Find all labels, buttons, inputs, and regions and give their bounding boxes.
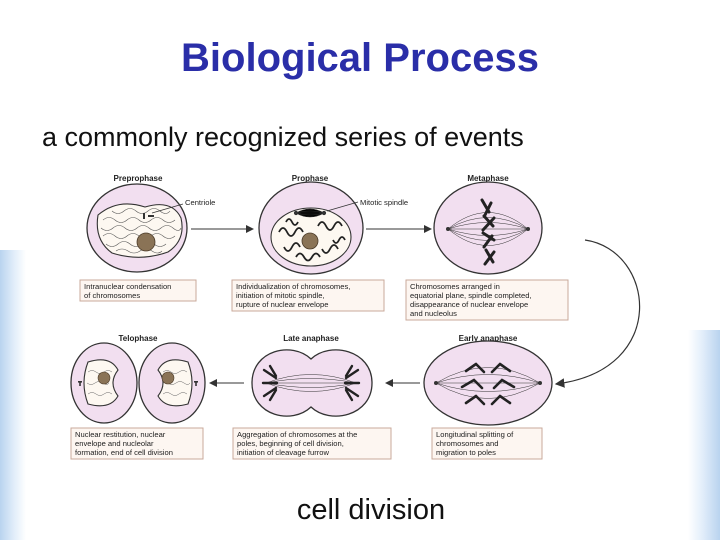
caption-prophase-line-2: initiation of mitotic spindle,	[236, 291, 325, 300]
caption-box-metaphase	[405, 279, 569, 321]
slide-title: Biological Process	[181, 36, 539, 80]
caption-late-anaphase-line-3: initiation of cleavage furrow	[237, 448, 330, 457]
centriole-icon	[143, 213, 154, 219]
slide-footer: cell division	[296, 494, 446, 526]
phase-prophase: Prophase Mitotic spindle Individualizati…	[231, 174, 408, 312]
caption-late-anaphase-line-2: poles, beginning of cell division,	[237, 439, 344, 448]
mitotic-spindle-icon	[293, 208, 327, 218]
caption-early-anaphase-line-2: chromosomes and	[436, 439, 498, 448]
slide-subtitle: a commonly recognized series of events	[42, 122, 524, 152]
mitotic-spindle-label: Mitotic spindle	[360, 198, 408, 207]
left-edge-decoration	[0, 250, 26, 540]
nucleolus-telophase-left	[97, 371, 111, 385]
caption-metaphase-line-3: disappearance of nuclear envelope	[410, 300, 528, 309]
caption-box-late-anaphase	[232, 427, 392, 460]
caption-prophase-line-1: Individualization of chromosomes,	[236, 282, 350, 291]
caption-box-early-anaphase	[431, 427, 543, 460]
caption-metaphase-line-2: equatorial plane, spindle completed,	[410, 291, 532, 300]
phase-telophase: Telophase Nuclear restitution, nuclear e…	[70, 334, 206, 460]
caption-telophase-line-1: Nuclear restitution, nuclear	[75, 430, 166, 439]
centriole-label: Centriole	[185, 198, 215, 207]
spindle-late-anaphase	[265, 374, 357, 392]
spindle-early-anaphase	[435, 367, 541, 399]
phase-preprophase: Preprophase Centriole Intranuclear conde…	[79, 174, 215, 302]
caption-preprophase-line-2: of chromosomes	[84, 291, 140, 300]
phase-late-anaphase: Late anaphase Aggregation of chromosomes…	[232, 334, 392, 460]
caption-early-anaphase-line-1: Longitudinal splitting of	[436, 430, 514, 439]
caption-box-telophase	[70, 427, 204, 460]
caption-box-prophase	[231, 279, 385, 312]
arrow-metaphase-to-early-anaphase	[554, 239, 641, 388]
phase-title-preprophase: Preprophase	[114, 174, 163, 183]
chromosomes-metaphase	[480, 198, 496, 266]
phase-title-early-anaphase: Early anaphase	[459, 334, 518, 343]
caption-late-anaphase-line-1: Aggregation of chromosomes at the	[237, 430, 357, 439]
right-edge-decoration	[688, 330, 720, 540]
caption-preprophase-line-1: Intranuclear condensation	[84, 282, 171, 291]
caption-telophase-line-2: envelope and nucleolar	[75, 439, 154, 448]
centriole-telophase-icons	[78, 381, 198, 386]
chromosomes-late-anaphase	[261, 364, 361, 402]
phase-early-anaphase: Early anaphase Longitudinal splitting of…	[423, 334, 553, 460]
phase-title-telophase: Telophase	[119, 334, 159, 343]
chromosomes-early-anaphase	[460, 362, 516, 406]
nucleus-telophase-right	[157, 359, 193, 407]
phase-title-prophase: Prophase	[292, 174, 329, 183]
caption-metaphase-line-1: Chromosomes arranged in	[410, 282, 500, 291]
nucleolus-preprophase	[136, 232, 156, 252]
caption-telophase-line-3: formation, end of cell division	[75, 448, 173, 457]
nucleolus-prophase	[301, 232, 319, 250]
phase-title-late-anaphase: Late anaphase	[283, 334, 339, 343]
phase-title-metaphase: Metaphase	[467, 174, 509, 183]
nucleolus-telophase-right	[161, 371, 175, 385]
caption-early-anaphase-line-3: migration to poles	[436, 448, 496, 457]
caption-metaphase-line-4: and nucleolus	[410, 309, 457, 318]
cell-metaphase	[433, 181, 543, 275]
caption-box-preprophase	[79, 279, 197, 302]
phase-metaphase: Metaphase Chromosomes arranged in equato…	[405, 174, 569, 321]
caption-prophase-line-3: rupture of nuclear envelope	[236, 300, 328, 309]
